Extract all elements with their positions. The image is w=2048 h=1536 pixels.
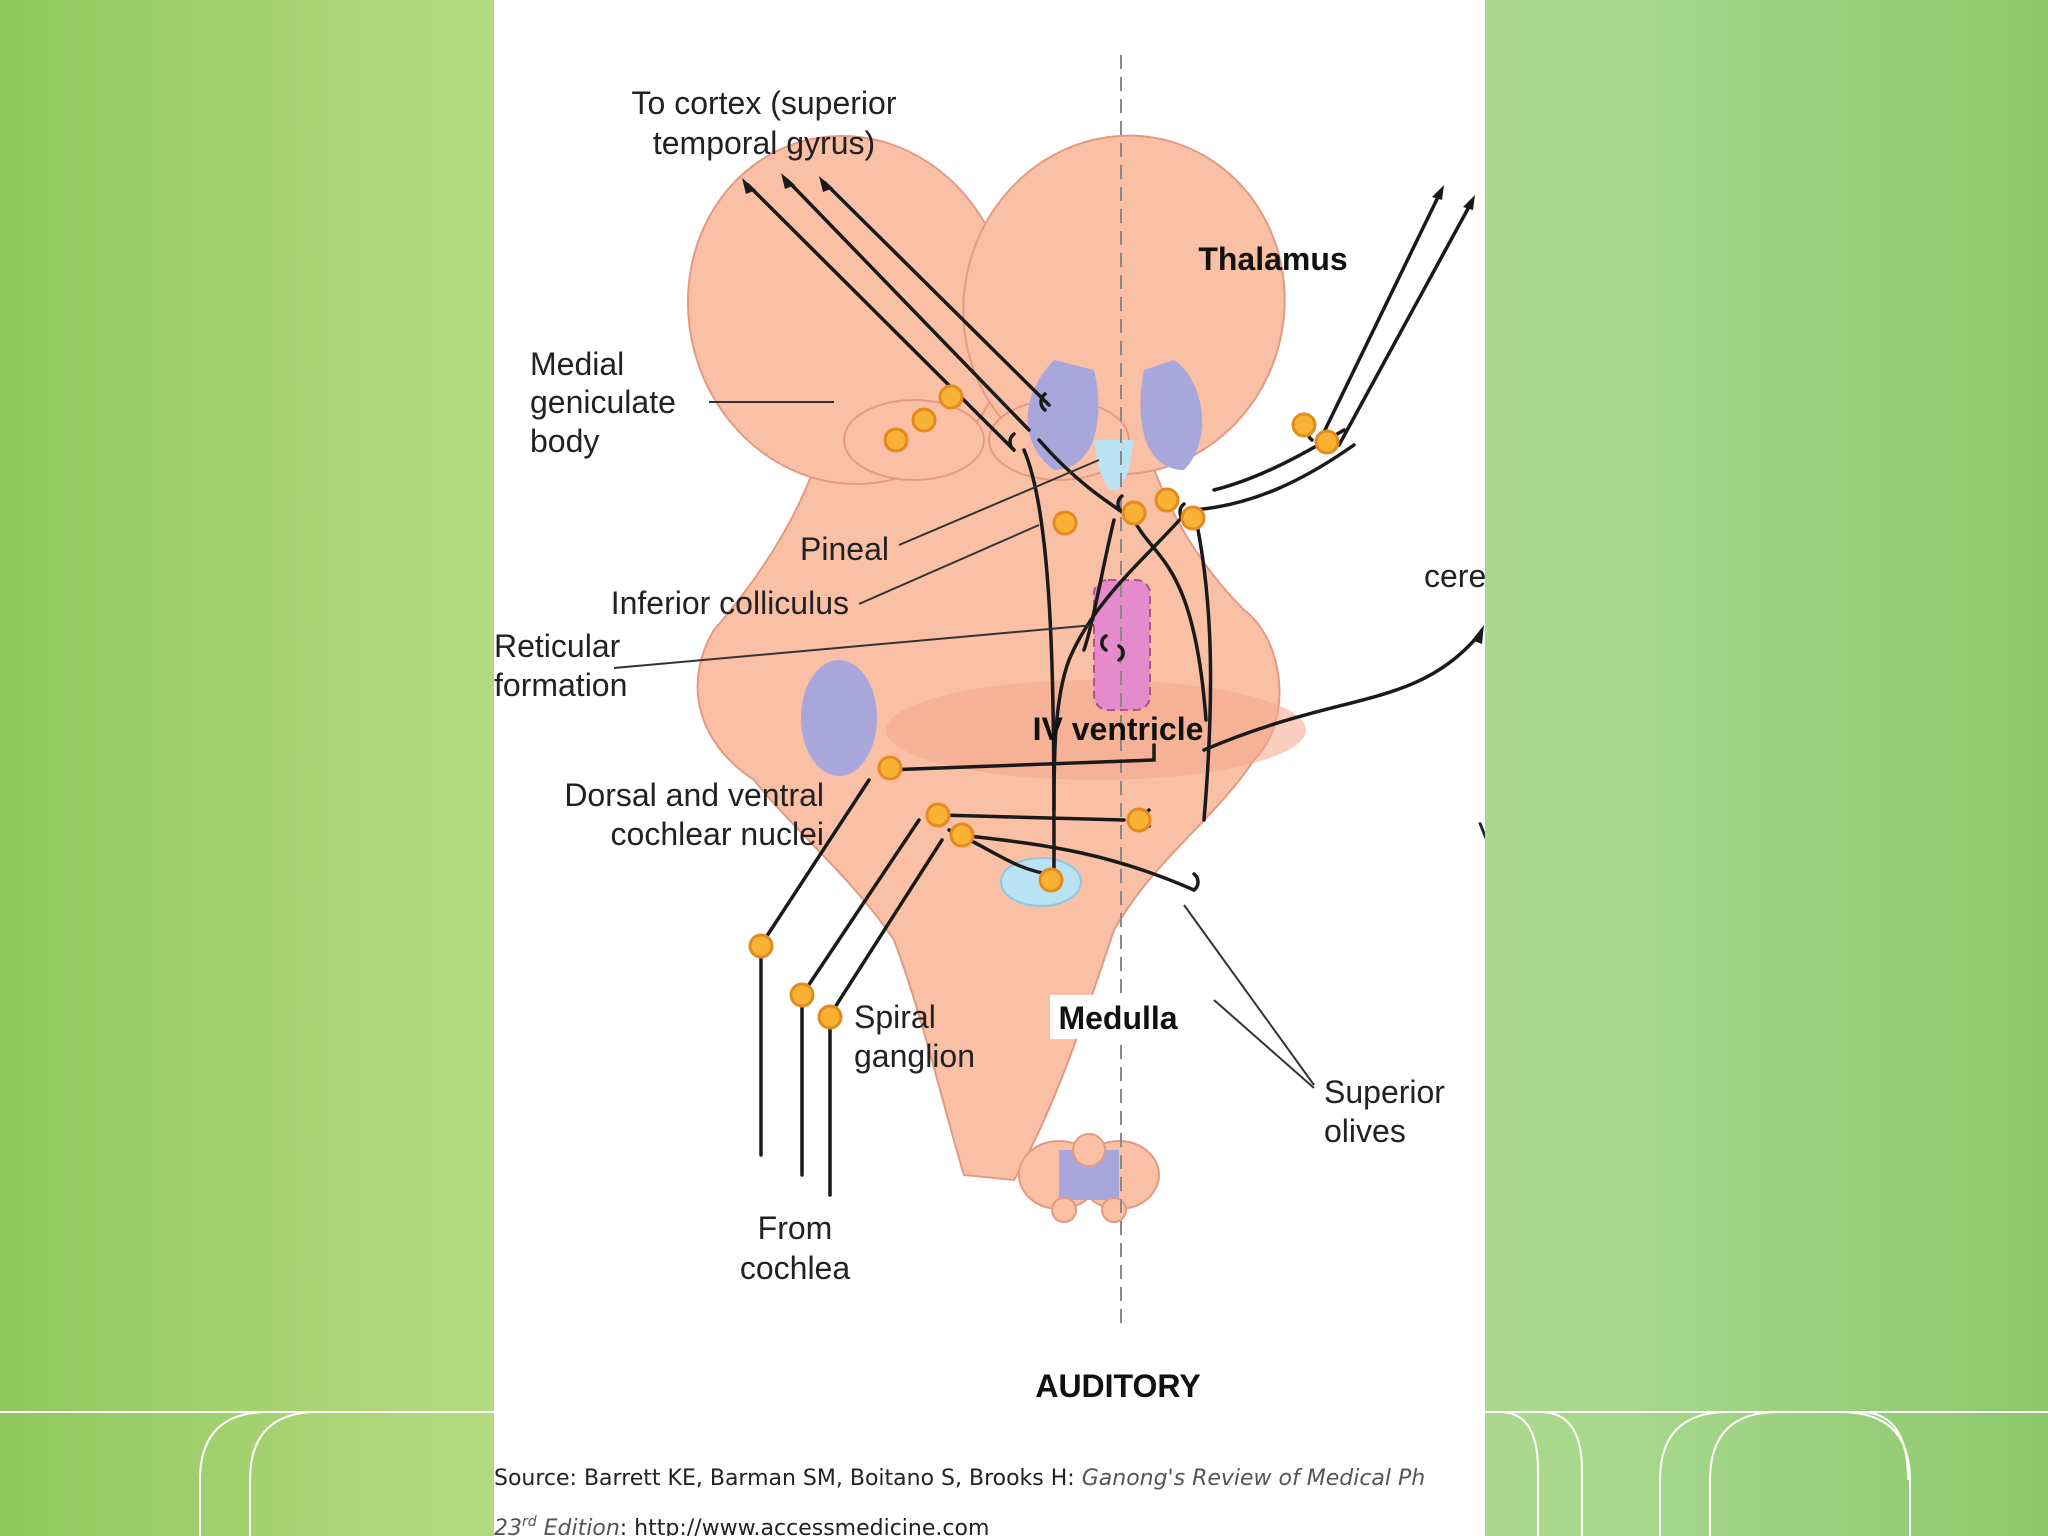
medulla-cross-section xyxy=(1018,1133,1160,1223)
label-cochlear-nuclei: cochlear nuclei xyxy=(611,816,824,852)
label-fragment-v: V xyxy=(1478,816,1485,852)
label-from-cochlea: From xyxy=(758,1210,833,1246)
pineal-body xyxy=(1094,440,1134,490)
label-from-cochlea: cochlea xyxy=(740,1250,851,1286)
label-medial-geniculate: body xyxy=(530,423,599,459)
label-spiral-ganglion: ganglion xyxy=(854,1038,975,1074)
source-citation-line1: Source: Barrett KE, Barman SM, Boitano S… xyxy=(494,1466,1425,1491)
thalamic-nucleus-left xyxy=(1027,360,1099,470)
label-superior-olives: Superior xyxy=(1324,1074,1445,1110)
label-pineal: Pineal xyxy=(800,531,889,567)
medulla-label-bg xyxy=(1050,995,1186,1039)
arrowhead-icon xyxy=(781,173,795,189)
arrowhead-icon xyxy=(1472,625,1484,644)
label-inferior-colliculus: Inferior colliculus xyxy=(611,585,849,621)
iv-ventricle-band xyxy=(886,680,1306,780)
label-medulla: Medulla xyxy=(1058,1000,1177,1036)
peduncle-left xyxy=(801,660,877,776)
arrowhead-icon xyxy=(1432,185,1444,200)
label-superior-olives: olives xyxy=(1324,1113,1406,1149)
arrowhead-icon xyxy=(1463,195,1475,210)
source-citation-line2: 23rd Edition: http://www.accessmedicine.… xyxy=(494,1514,989,1536)
label-iv-ventricle: IV ventricle xyxy=(1033,711,1204,747)
label-thalamus: Thalamus xyxy=(1198,241,1347,277)
label-medial-geniculate: geniculate xyxy=(530,384,676,420)
label-spiral-ganglion: Spiral xyxy=(854,999,936,1035)
label-to-cortex: To cortex (superior xyxy=(632,85,897,121)
label-medial-geniculate: Medial xyxy=(530,346,624,382)
arrowhead-icon xyxy=(819,176,833,192)
medial-geniculate-left xyxy=(843,399,985,481)
label-reticular-formation: formation xyxy=(494,667,627,703)
auditory-pathway-diagram: To cortex (superior temporal gyrus) Thal… xyxy=(494,55,1485,1536)
label-cochlear-nuclei: Dorsal and ventral xyxy=(564,777,824,813)
label-reticular-formation: Reticular xyxy=(494,628,621,664)
neuron-cell-bodies xyxy=(748,384,1340,1030)
thalamic-nucleus-right xyxy=(1140,360,1203,470)
label-cerebellum-fragment: cere xyxy=(1424,558,1485,594)
diagram-caption: AUDITORY xyxy=(1035,1368,1200,1404)
arrowhead-icon xyxy=(742,178,756,194)
label-to-cortex: temporal gyrus) xyxy=(653,125,875,161)
figure-panel: To cortex (superior temporal gyrus) Thal… xyxy=(494,0,1485,1536)
